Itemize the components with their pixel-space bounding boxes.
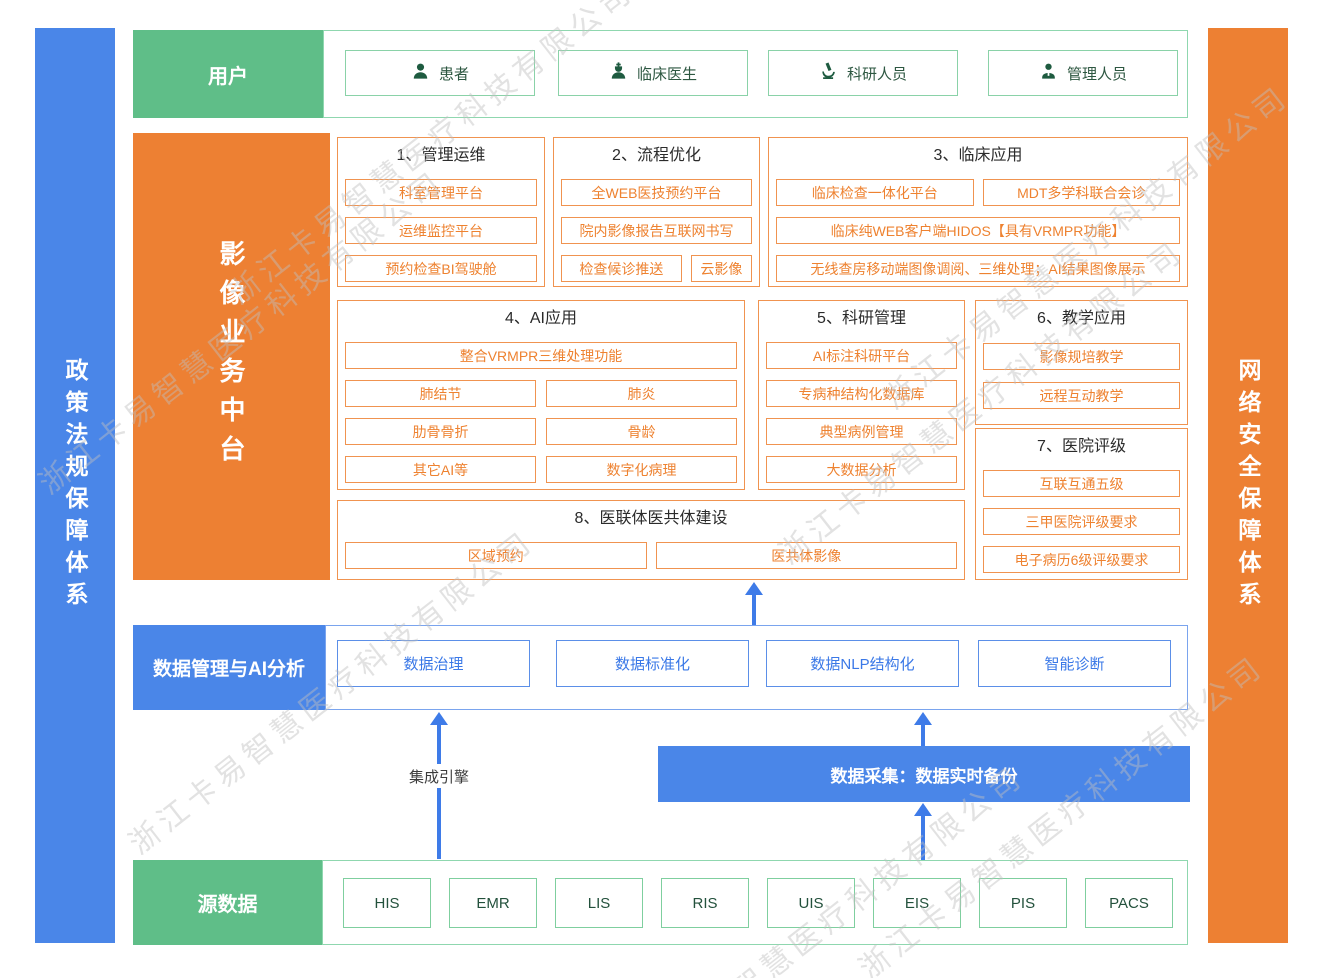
section-process-optimization: 2、流程优化 全WEB医技预约平台 院内影像报告互联网书写 检查候诊推送 云影像 — [553, 137, 760, 287]
section-title: 2、流程优化 — [612, 147, 701, 164]
user-box-label: 临床医生 — [636, 65, 697, 83]
item-digital-pathology: 数字化病理 — [546, 456, 737, 483]
source-box-eis: EIS — [873, 878, 961, 928]
user-box-clinician: 临床医生 — [558, 50, 748, 96]
section-title: 1、管理运维 — [396, 147, 486, 164]
integration-engine-label: 集成引擎 — [399, 764, 479, 788]
item-pneumonia: 肺炎 — [546, 380, 737, 407]
item-clinical-exam-platform: 临床检查一体化平台 — [776, 179, 974, 206]
item-consortium-imaging: 医共体影像 — [655, 542, 957, 569]
item-bone-age: 骨龄 — [546, 418, 737, 445]
item-grade-a-requirements: 三甲医院评级要求 — [983, 508, 1180, 535]
item-ops-monitor-platform: 运维监控平台 — [345, 217, 537, 244]
doctor-icon — [609, 61, 628, 85]
source-box-emr: EMR — [449, 878, 537, 928]
user-box-admin: 管理人员 — [988, 50, 1178, 96]
item-queue-push: 检查候诊推送 — [561, 255, 682, 282]
item-imaging-training: 影像规培教学 — [983, 343, 1180, 370]
source-data-row-label: 源数据 — [133, 860, 322, 945]
users-row-label: 用户 — [133, 30, 323, 118]
source-box-uis: UIS — [767, 878, 855, 928]
section-research-management: 5、科研管理 AI标注科研平台 专病种结构化数据库 典型病例管理 大数据分析 — [758, 300, 965, 490]
item-remote-teaching: 远程互动教学 — [983, 382, 1180, 409]
section-title: 6、教学应用 — [1037, 310, 1126, 327]
item-data-governance: 数据治理 — [337, 640, 530, 687]
data-collection-bar: 数据采集：数据实时备份 — [658, 746, 1190, 802]
up-arrow-icon — [430, 712, 448, 725]
source-box-lis: LIS — [555, 878, 643, 928]
network-security-bar: 网络安全保障体系 — [1208, 28, 1288, 943]
item-data-standardization: 数据标准化 — [556, 640, 749, 687]
patient-icon — [411, 62, 430, 85]
section-title: 5、科研管理 — [817, 310, 906, 327]
source-box-pacs: PACS — [1085, 878, 1173, 928]
up-arrow-icon — [745, 582, 763, 595]
platform-label: 影像业务中台 — [216, 239, 246, 474]
item-big-data-analysis: 大数据分析 — [766, 456, 957, 483]
item-ai-annotation-platform: AI标注科研平台 — [766, 342, 957, 369]
user-box-label: 管理人员 — [1066, 65, 1127, 83]
section-management-ops: 1、管理运维 科室管理平台 运维监控平台 预约检查BI驾驶舱 — [337, 137, 545, 287]
user-box-researcher: 科研人员 — [768, 50, 958, 96]
arrow-line — [437, 723, 441, 859]
item-mobile-ward-imaging: 无线查房移动端图像调阅、三维处理；AI结果图像展示 — [776, 255, 1180, 282]
item-regional-booking: 区域预约 — [345, 542, 647, 569]
section-title: 3、临床应用 — [933, 147, 1023, 164]
policy-regulation-bar: 政策法规保障体系 — [35, 28, 115, 943]
item-disease-structured-db: 专病种结构化数据库 — [766, 380, 957, 407]
source-box-his: HIS — [343, 878, 431, 928]
item-web-client-hidos: 临床纯WEB客户端HIDOS【具有VRMPR功能】 — [776, 217, 1180, 244]
item-mdt-consultation: MDT多学科联合会诊 — [982, 179, 1180, 206]
item-lung-nodule: 肺结节 — [345, 380, 536, 407]
arrow-line — [921, 723, 925, 746]
item-intelligent-diagnosis: 智能诊断 — [978, 640, 1171, 687]
section-teaching-application: 6、教学应用 影像规培教学 远程互动教学 — [975, 300, 1188, 425]
section-hospital-rating: 7、医院评级 互联互通五级 三甲医院评级要求 电子病历6级评级要求 — [975, 428, 1188, 580]
item-internet-report-writing: 院内影像报告互联网书写 — [561, 217, 752, 244]
item-rib-fracture: 肋骨骨折 — [345, 418, 536, 445]
section-clinical-application: 3、临床应用 临床检查一体化平台 MDT多学科联合会诊 临床纯WEB客户端HID… — [768, 137, 1188, 287]
item-dept-mgmt-platform: 科室管理平台 — [345, 179, 537, 206]
policy-regulation-label: 政策法规保障体系 — [62, 357, 88, 614]
user-box-label: 科研人员 — [846, 65, 907, 83]
up-arrow-icon — [914, 712, 932, 725]
section-title: 8、医联体医共体建设 — [574, 510, 728, 527]
item-emr-level6-requirements: 电子病历6级评级要求 — [983, 546, 1180, 573]
data-mgmt-row-label: 数据管理与AI分析 — [133, 625, 325, 710]
source-box-pis: PIS — [979, 878, 1067, 928]
item-vrmpr-3d: 整合VRMPR三维处理功能 — [345, 342, 737, 369]
item-data-nlp-structuring: 数据NLP结构化 — [766, 640, 959, 687]
arrow-line — [921, 814, 925, 860]
arrow-line — [752, 594, 756, 625]
section-medical-consortium: 8、医联体医共体建设 区域预约 医共体影像 — [337, 500, 965, 580]
item-cloud-imaging: 云影像 — [690, 255, 752, 282]
up-arrow-icon — [914, 803, 932, 816]
item-other-ai: 其它AI等 — [345, 456, 536, 483]
item-interconnect-level5: 互联互通五级 — [983, 470, 1180, 497]
section-title: 7、医院评级 — [1037, 438, 1126, 455]
item-web-booking: 全WEB医技预约平台 — [561, 179, 752, 206]
network-security-label: 网络安全保障体系 — [1235, 357, 1261, 614]
item-typical-case-mgmt: 典型病例管理 — [766, 418, 957, 445]
researcher-icon — [819, 61, 838, 85]
admin-icon — [1039, 62, 1058, 85]
section-title: 4、AI应用 — [504, 310, 578, 327]
user-box-patient: 患者 — [345, 50, 535, 96]
item-bi-cockpit: 预约检查BI驾驶舱 — [345, 255, 537, 282]
section-ai-application: 4、AI应用 整合VRMPR三维处理功能 肺结节 肺炎 肋骨骨折 骨龄 其它AI… — [337, 300, 745, 490]
source-box-ris: RIS — [661, 878, 749, 928]
platform-label-block: 影像业务中台 — [133, 133, 330, 580]
user-box-label: 患者 — [438, 65, 469, 83]
